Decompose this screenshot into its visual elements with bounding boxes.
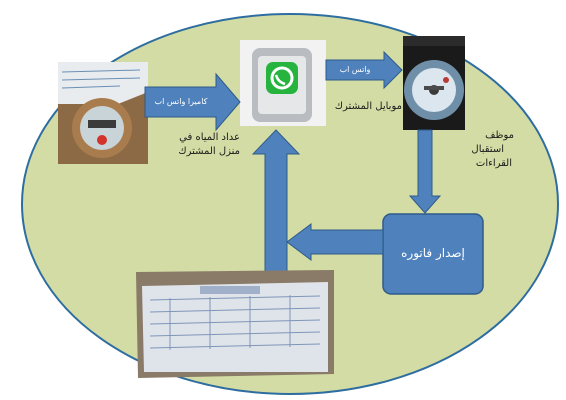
arrow-document-to-whatsapp xyxy=(251,129,301,273)
meter-on-phone-photo xyxy=(403,36,465,130)
employee-label-line2: استقبال xyxy=(471,144,504,155)
arrow-whatsapp-to-mobile xyxy=(325,50,403,90)
edge-label-meter-to-whatsapp: كاميرا واتس اب xyxy=(154,97,208,106)
employee-label-line1: موظف xyxy=(485,130,514,141)
arrow-invoice-to-document xyxy=(286,223,384,261)
meter-label-line1: عداد المياه في xyxy=(179,132,240,143)
employee-label-line3: القراءات xyxy=(475,158,512,169)
arrow-mobile-to-invoice xyxy=(408,129,442,214)
water-meter-photo xyxy=(58,62,148,164)
edge-label-whatsapp-to-mobile: واتس اب xyxy=(339,65,371,74)
meter-label-line2: منزل المشترك xyxy=(178,146,240,157)
whatsapp-phone-photo xyxy=(240,40,326,126)
arrow-meter-to-whatsapp xyxy=(144,72,241,132)
printed-invoice-photo xyxy=(136,270,334,378)
mobile-label: موبايل المشترك xyxy=(334,101,402,112)
invoice-box-label: إصدار فاتوره xyxy=(401,246,465,260)
